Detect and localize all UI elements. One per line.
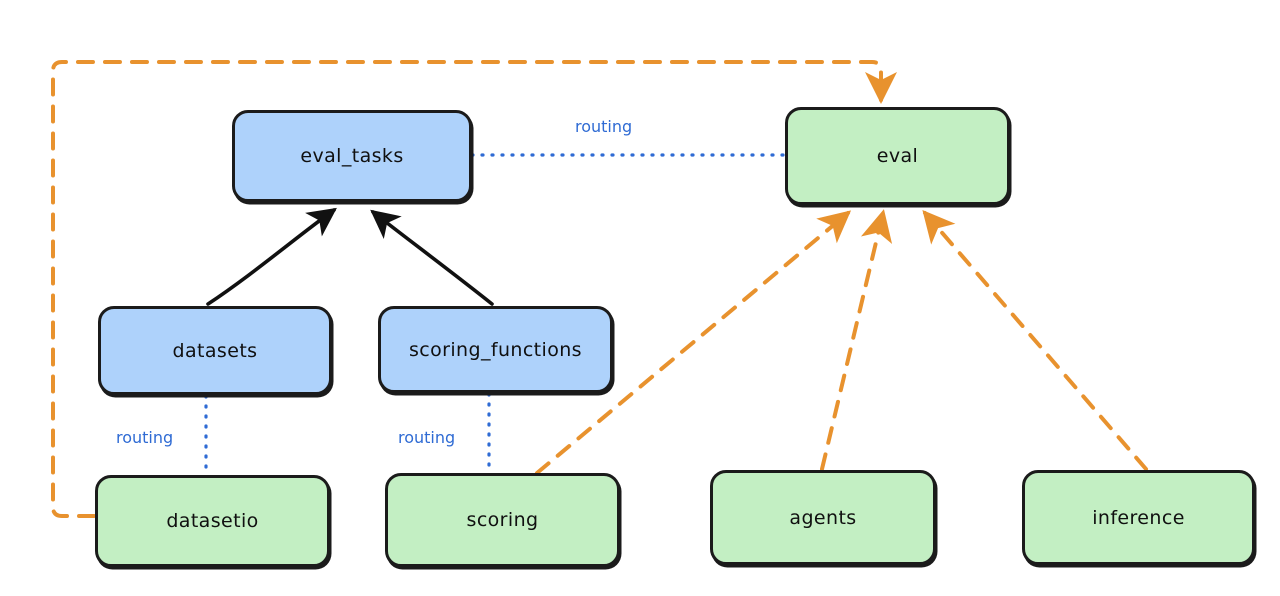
edge-scoring-eval (535, 210, 852, 475)
node-eval-tasks[interactable]: eval_tasks (232, 110, 472, 202)
node-datasets[interactable]: datasets (98, 306, 332, 395)
node-label: eval_tasks (300, 145, 404, 167)
edge-datasets-eval_tasks (206, 207, 337, 306)
node-label: datasets (172, 339, 258, 362)
node-label: datasetio (166, 510, 259, 532)
edge-inference-eval (922, 209, 1148, 471)
node-label: scoring (466, 509, 539, 531)
node-label: eval (876, 145, 919, 167)
edge-scoring_functions-eval_tasks (370, 209, 494, 306)
edge-label-routing-scoring: routing (398, 428, 456, 447)
edge-datasetio-eval (51, 60, 897, 518)
node-agents[interactable]: agents (710, 470, 936, 565)
node-scoring-functions[interactable]: scoring_functions (378, 306, 613, 393)
edge-agents-eval (820, 209, 893, 471)
node-scoring[interactable]: scoring (385, 473, 620, 567)
node-inference[interactable]: inference (1022, 470, 1255, 565)
node-datasetio[interactable]: datasetio (95, 475, 330, 567)
node-label: scoring_functions (409, 338, 582, 361)
node-label: inference (1092, 506, 1185, 529)
node-label: agents (789, 506, 857, 529)
edge-label-routing-datasetio: routing (116, 428, 174, 447)
edge-label-routing-eval: routing (575, 117, 633, 136)
node-eval[interactable]: eval (785, 107, 1010, 205)
